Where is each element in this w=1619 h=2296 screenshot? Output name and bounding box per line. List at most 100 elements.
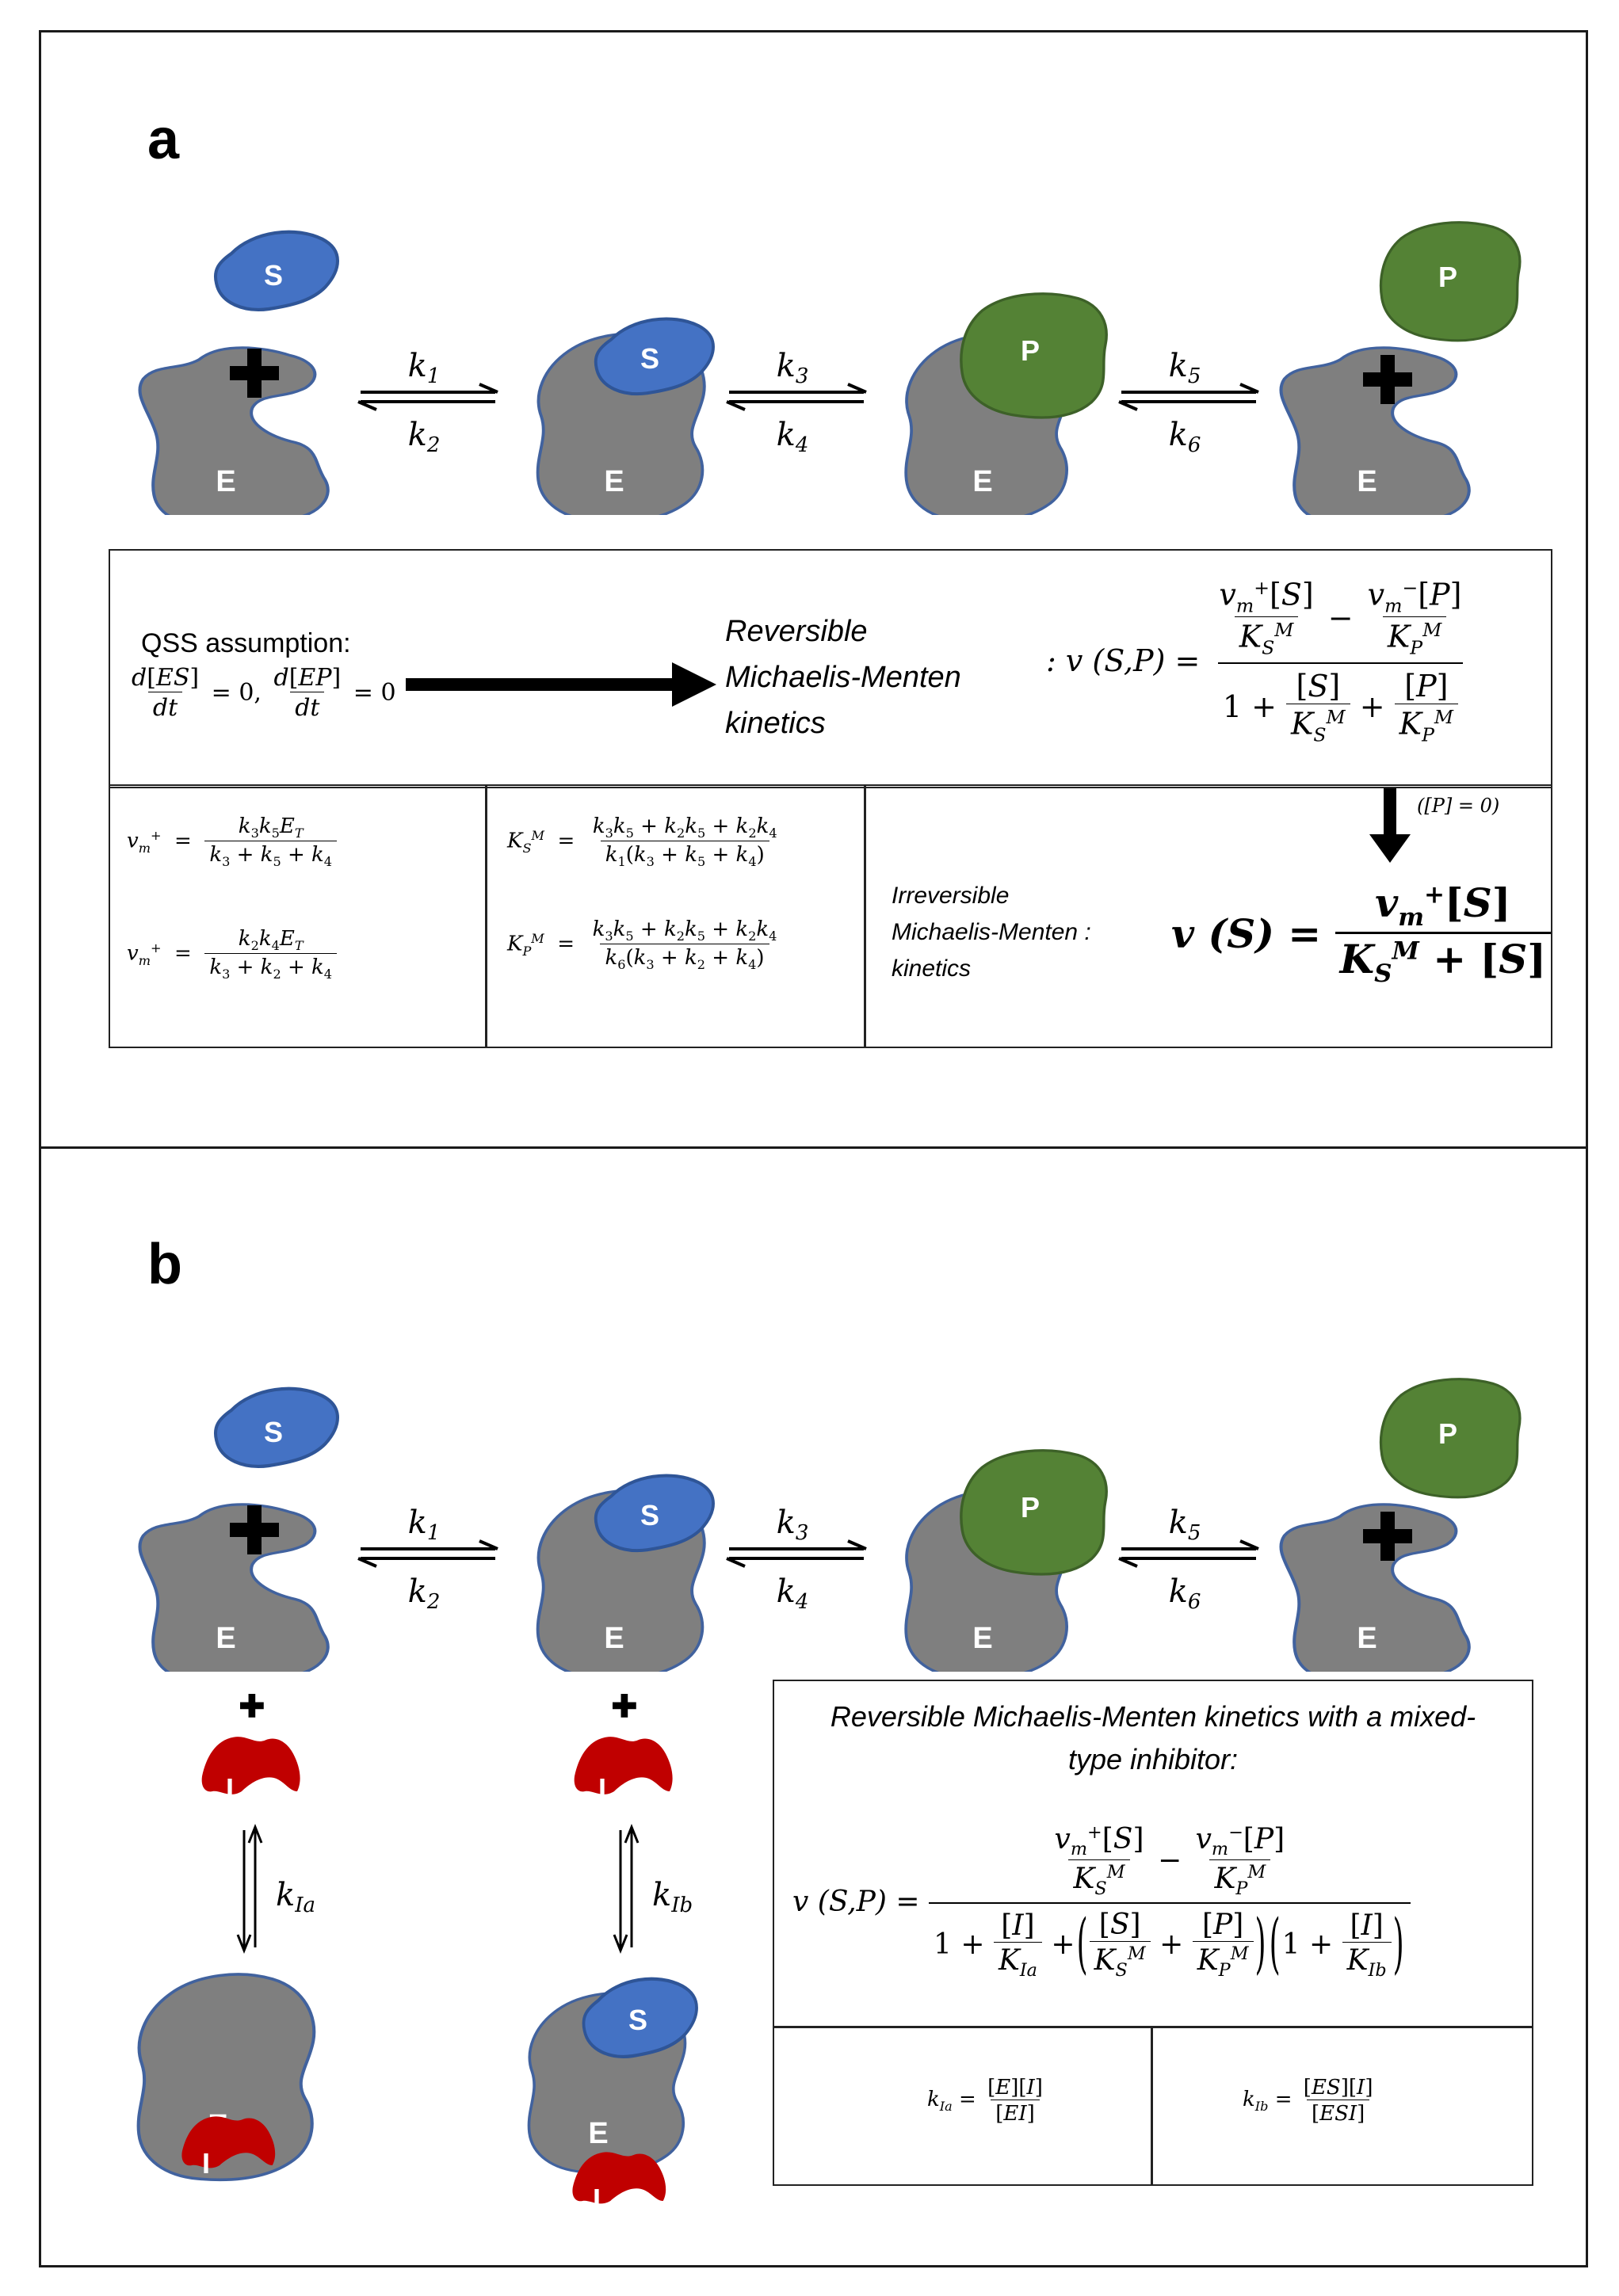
- enzyme-label: E: [972, 465, 992, 498]
- qss-equation: d[ES]dt = 0, d[EP]dt = 0: [132, 664, 396, 722]
- svg-text:E: E: [216, 1622, 235, 1655]
- rate-k3: k3: [777, 348, 809, 388]
- rate-k5: k5: [1169, 1505, 1201, 1545]
- stage2-enzyme: E: [536, 332, 706, 515]
- reversible-derivation-box: [109, 549, 1552, 788]
- reversible-label: Reversible Michaelis-Menten kinetics: [725, 615, 961, 740]
- panel-b-frame: [39, 1146, 1588, 2267]
- stage3-enzyme: E: [904, 332, 1071, 515]
- svg-text:S: S: [628, 2004, 647, 2036]
- equilibrium-arrow-1: [357, 1539, 498, 1568]
- kia-definition: kIa = [E][I][EI]: [927, 2076, 1043, 2126]
- rate-kIa: kIa: [276, 1877, 315, 1917]
- svg-text:S: S: [264, 1416, 283, 1448]
- irreversible-equation: v (S) = vm+[S] KSM + [S]: [1171, 879, 1551, 988]
- svg-text:I: I: [202, 2147, 210, 2180]
- equilibrium-arrow-3: [1118, 383, 1259, 411]
- rate-k4: k4: [777, 417, 809, 457]
- stage3-enzyme: E: [904, 1489, 1071, 1672]
- equilibrium-arrow-1: [357, 383, 498, 411]
- svg-text:E: E: [588, 2117, 608, 2150]
- inhibitor-equation-box: [773, 1680, 1533, 2028]
- inhibition-arrow-a: [236, 1823, 263, 1955]
- inhibitor-constant-table: [773, 2026, 1533, 2186]
- table-divider-2: [864, 784, 866, 1048]
- panel-a-letter: a: [147, 108, 180, 171]
- stage2-substrate: S: [596, 319, 713, 395]
- plus-icon: [613, 1694, 636, 1718]
- stage2-enzyme: E: [536, 1489, 706, 1672]
- inhibitor-equation: v (S,P) = vm+[S]KSM − vm−[P]KPM 1 + [I]K…: [792, 1822, 1411, 1982]
- constant-table-divider: [1151, 2026, 1153, 2186]
- irreversible-arrow-shaft: [1384, 788, 1396, 836]
- svg-text:P: P: [1021, 1491, 1040, 1524]
- rate-k6: k6: [1169, 1573, 1201, 1614]
- equilibrium-arrow-2: [726, 383, 867, 411]
- svg-text:I: I: [226, 1772, 234, 1805]
- product-label: P: [1438, 261, 1457, 293]
- irreversible-equation-lhs: v (S) =: [1171, 910, 1322, 957]
- enzyme-label: E: [216, 465, 235, 498]
- svg-text:I: I: [593, 2183, 601, 2215]
- plus-icon: [240, 1694, 264, 1718]
- inhibitor-box-title: Reversible Michaelis-Menten kinetics wit…: [830, 1700, 1476, 1775]
- condition-label: ([P] = 0): [1417, 795, 1500, 817]
- stage1-free-enzyme: E: [139, 348, 327, 515]
- substrate-bound-b: S: [583, 1979, 697, 2057]
- svg-text:S: S: [640, 1499, 659, 1531]
- rate-k3: k3: [777, 1505, 809, 1545]
- rate-k2: k2: [408, 417, 441, 457]
- enzyme-inhibited-b: E: [527, 1991, 687, 2175]
- svg-text:E: E: [1357, 1622, 1377, 1655]
- rate-k6: k6: [1169, 417, 1201, 457]
- rate-k2: k2: [408, 1573, 441, 1614]
- rate-kIb: kIb: [652, 1877, 693, 1917]
- inhibitor-equation-lhs: v (S,P) =: [792, 1885, 920, 1918]
- substrate-label: S: [264, 259, 283, 292]
- irreversible-arrowhead: [1369, 834, 1411, 863]
- svg-text:E: E: [604, 1622, 624, 1655]
- stage4-product: P: [1379, 221, 1522, 342]
- enzyme-label: E: [1357, 465, 1377, 498]
- irreversible-label: Irreversible Michaelis-Menten : kinetics: [892, 883, 1091, 982]
- substrate-label: S: [640, 342, 659, 375]
- inhibition-diagram: I kIa E I I kIb E S I: [111, 1694, 745, 2215]
- enzyme-label: E: [604, 465, 624, 498]
- reversible-equation-lhs: : v (S,P) =: [1046, 643, 1201, 679]
- product-label: P: [1021, 334, 1040, 367]
- equilibrium-arrow-3: [1118, 1539, 1259, 1568]
- qss-arrow: [406, 678, 675, 691]
- rate-k1: k1: [408, 1505, 441, 1545]
- stage1-substrate: S: [216, 1389, 338, 1466]
- svg-text:I: I: [598, 1772, 606, 1805]
- rate-k5: k5: [1169, 348, 1201, 388]
- inhibitor-bound-b: I: [572, 2152, 666, 2215]
- qss-arrowhead: [672, 662, 716, 707]
- rate-k1: k1: [408, 348, 441, 388]
- inhibition-arrow-b: [613, 1823, 640, 1955]
- equilibrium-arrow-2: [726, 1539, 867, 1568]
- parameter-table: [109, 784, 1552, 1048]
- inhibitor-bound-a: I: [181, 2116, 276, 2180]
- panel-b-reaction-diagram: E S k1 k2 E S k3 k4 E P k5 k6 E: [119, 1378, 1522, 1672]
- stage3-product: P: [960, 1449, 1108, 1576]
- stage4-free-enzyme: E: [1281, 1505, 1468, 1672]
- panel-a-reaction-diagram: E S k1 k2 E S k3 k4 E P k5 k6: [119, 221, 1522, 515]
- reversible-equation: : v (S,P) = vm+[S]KSM − vm−[P]KPM 1 + [S…: [1046, 577, 1464, 746]
- stage4-product: P: [1379, 1378, 1522, 1499]
- rate-k4: k4: [777, 1573, 809, 1614]
- stage1-substrate: S: [216, 232, 338, 310]
- panel-b-letter: b: [147, 1233, 182, 1296]
- stage1-free-enzyme: E: [139, 1505, 327, 1672]
- stage4-free-enzyme: E: [1281, 348, 1468, 515]
- svg-text:P: P: [1438, 1417, 1457, 1450]
- inhibitor-free-a: I: [201, 1737, 300, 1805]
- stage3-product: P: [960, 292, 1108, 419]
- qss-title: QSS assumption:: [141, 628, 351, 658]
- inhibitor-free-b: I: [574, 1737, 673, 1805]
- table-divider-1: [485, 784, 487, 1048]
